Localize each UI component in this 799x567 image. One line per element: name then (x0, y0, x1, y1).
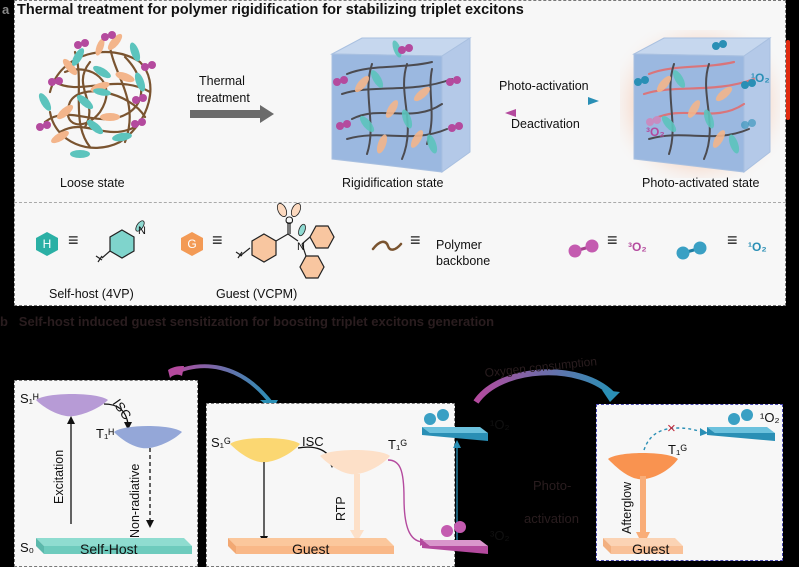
right-singlet-o2-molecule (728, 409, 753, 425)
panel-b-title: Self-host induced guest sensitization fo… (18, 314, 495, 329)
triplet-o2-icon (568, 239, 599, 258)
guest-equiv: ≡ (212, 230, 223, 250)
middle-triplet-o2-level (422, 540, 488, 554)
cube-singlet-o2-label: ¹O₂ (751, 71, 770, 85)
guest-s1-level (230, 438, 300, 463)
guest-s1-to-ground-arrow (260, 462, 268, 544)
host-isc-arrow (103, 403, 132, 430)
polymer-backbone-label-line2: backbone (436, 254, 491, 268)
guest-structure-vcpm (235, 203, 335, 279)
red-edge-glow (786, 40, 790, 120)
afterglow-arrow (636, 476, 650, 546)
photo-activated-cube (620, 30, 780, 178)
guest-caption: Guest (VCPM) (216, 287, 298, 301)
right-guest-ground-level (603, 538, 683, 554)
polymer-equiv: ≡ (410, 230, 421, 250)
host-nitrogen-atom: N (138, 225, 146, 237)
middle-triplet-o2-molecule (441, 521, 466, 537)
guest-isc-label: ISC (302, 434, 324, 449)
panel-a-label: a (2, 2, 10, 17)
rigidification-cube (330, 37, 472, 173)
blocked-x-icon: × (667, 420, 676, 437)
deactivation-arrow (505, 109, 602, 117)
self-host-panel (14, 380, 198, 567)
thermal-treatment-label-line2: treatment (197, 91, 250, 105)
guest-rtp-label: RTP (334, 496, 348, 521)
afterglow-label: Afterglow (620, 481, 634, 534)
rigidification-state-caption: Rigidification state (342, 176, 444, 190)
guest-ground-level (228, 538, 394, 554)
guest-s1-label: S₁ᴳ (211, 435, 231, 450)
host-excitation-arrow (67, 416, 75, 524)
photo-activated-state-caption: Photo-activated state (642, 176, 760, 190)
loose-state-illustration (36, 31, 156, 158)
thermal-treatment-label-line1: Thermal (199, 74, 245, 88)
polymer-backbone-label-line1: Polymer (436, 238, 482, 252)
singlet-o2-legend-label: ¹O₂ (748, 240, 767, 254)
guest-to-triplet-o2-arrow (387, 459, 428, 546)
guest-oxygen-atom: O (285, 215, 294, 227)
guest-rtp-arrow (350, 474, 364, 542)
host-s0-label: S₀ (20, 540, 35, 555)
oxygen-consumption-curved-arrow (473, 369, 620, 404)
guest-t1-label: T₁ᴳ (388, 437, 407, 452)
panel-b-title-row: b Self-host induced guest sensitization … (0, 314, 494, 329)
photo-activation-step-line1: Photo- (533, 478, 572, 493)
right-guest-ground-label: Guest (632, 541, 670, 557)
host-nonradiative-arrow (146, 448, 154, 528)
host-equiv: ≡ (68, 230, 79, 250)
middle-triplet-o2-label: ³O₂ (490, 528, 510, 543)
middle-singlet-o2-molecule (424, 409, 449, 425)
middle-singlet-o2-level (422, 427, 488, 441)
singlet-o2-icon (676, 241, 707, 260)
blocked-energy-transfer-arrow (643, 427, 708, 451)
photo-activation-arrow (502, 97, 599, 105)
host-excitation-label: Excitation (52, 449, 66, 504)
photo-activation-step-line2: activation (524, 511, 579, 526)
singlet-o2-equiv: ≡ (727, 230, 738, 250)
middle-singlet-o2-label: ¹O₂ (490, 417, 510, 432)
guest-nitrogen-atom: N (297, 241, 305, 253)
self-host-ground-level (36, 538, 192, 554)
panel-b-label: b (0, 314, 8, 329)
guest-badge: G (181, 232, 203, 256)
host-s1-level (36, 394, 108, 417)
host-structure-4vp (95, 220, 145, 263)
photo-activation-label: Photo-activation (499, 79, 589, 93)
right-singlet-o2-label: ¹O₂ (760, 410, 780, 425)
guest-t1-level (320, 450, 390, 475)
host-badge: H (36, 232, 58, 256)
panel-a-title: Thermal treatment for polymer rigidifica… (17, 2, 524, 18)
triplet-o2-legend-label: ³O₂ (628, 240, 647, 254)
host-caption: Self-host (4VP) (49, 287, 134, 301)
guest-ground-label: Guest (292, 541, 330, 557)
host-nonradiative-label: Non-radiative (128, 463, 142, 538)
triplet-o2-equiv: ≡ (607, 230, 618, 250)
host-t1-label: T₁ᴴ (96, 426, 114, 441)
host-s1-label: S₁ᴴ (20, 391, 39, 406)
panel-a-divider (14, 202, 786, 203)
self-host-ground-label: Self-Host (80, 541, 138, 557)
polymer-backbone-icon (371, 240, 403, 251)
loose-state-caption: Loose state (60, 176, 125, 190)
host-t1-level (114, 426, 182, 449)
right-t1-label: T₁ᴳ (668, 442, 687, 457)
deactivation-label: Deactivation (511, 117, 580, 131)
right-t1-level (608, 453, 678, 480)
right-singlet-o2-level (707, 427, 775, 441)
cube-triplet-o2-label: ³O₂ (646, 125, 665, 139)
thermal-treatment-arrow (190, 105, 274, 123)
